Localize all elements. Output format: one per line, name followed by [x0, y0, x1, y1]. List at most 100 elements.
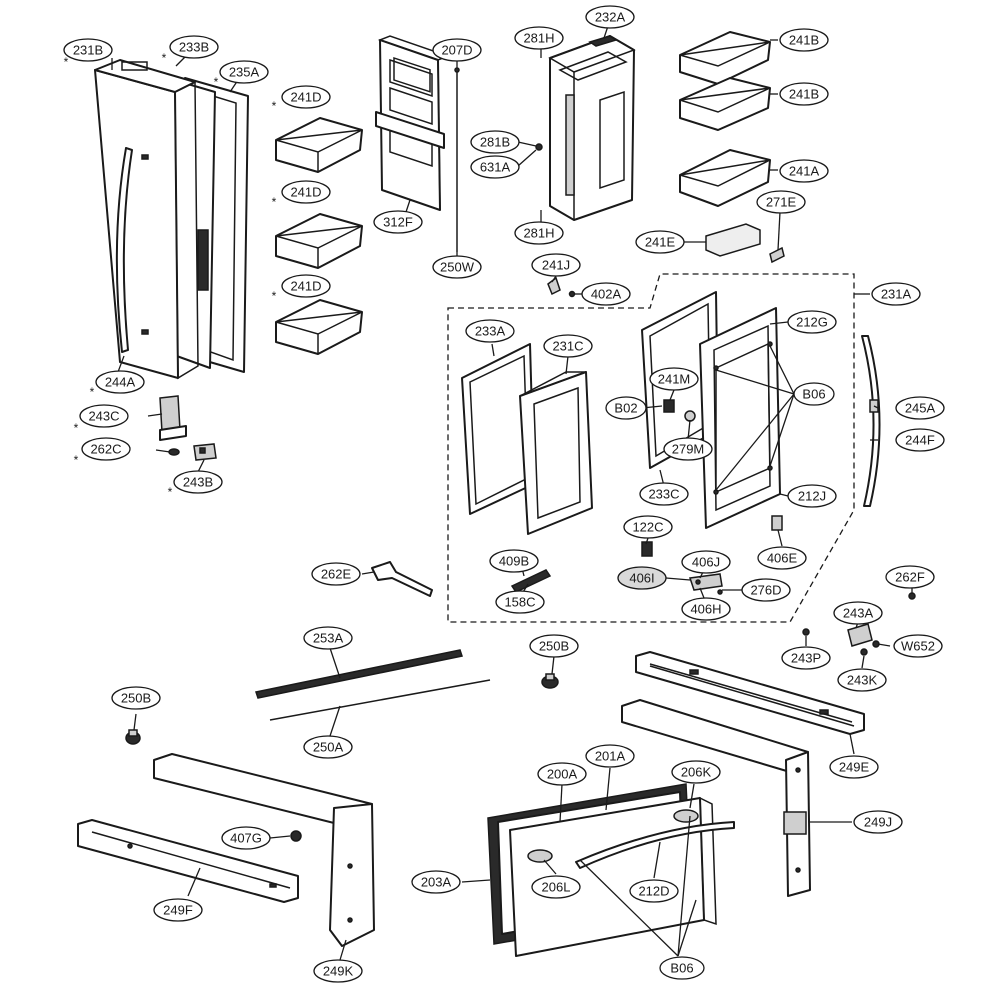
svg-text:241E: 241E	[645, 235, 676, 250]
asterisk-241D-3: *	[272, 289, 277, 303]
asterisk-233B: *	[162, 51, 167, 65]
svg-text:206L: 206L	[542, 880, 571, 895]
callout-207D: 207D	[432, 38, 482, 62]
rod-250W	[454, 67, 460, 252]
svg-text:233C: 233C	[648, 487, 679, 502]
callout-241D-2: 241D	[281, 180, 331, 204]
svg-text:406H: 406H	[690, 602, 721, 617]
svg-text:276D: 276D	[750, 583, 781, 598]
callout-235A: 235A	[219, 60, 269, 84]
svg-text:253A: 253A	[313, 631, 344, 646]
asterisk-262C: *	[74, 453, 79, 467]
svg-text:207D: 207D	[441, 43, 472, 58]
asterisk-243B: *	[168, 485, 173, 499]
svg-text:231A: 231A	[881, 287, 912, 302]
svg-text:249K: 249K	[323, 964, 354, 979]
svg-text:281H: 281H	[523, 226, 554, 241]
svg-text:241A: 241A	[789, 164, 820, 179]
callout-241M: 241M	[649, 367, 699, 391]
rail-249E	[635, 651, 865, 735]
svg-text:243B: 243B	[183, 475, 213, 490]
svg-text:241D: 241D	[290, 185, 321, 200]
right-hinge-parts	[802, 592, 916, 656]
rails-253A-250A	[255, 649, 491, 721]
callout-249E: 249E	[829, 755, 879, 779]
right-bins	[679, 31, 785, 264]
callout-201A: 201A	[585, 744, 635, 768]
svg-text:232A: 232A	[595, 10, 626, 25]
svg-text:262C: 262C	[90, 442, 121, 457]
svg-text:243C: 243C	[88, 409, 119, 424]
callout-250B-center: 250B	[529, 634, 579, 658]
left-door-assembly	[94, 59, 249, 380]
svg-text:122C: 122C	[632, 520, 663, 535]
callout-W652: W652	[893, 634, 943, 658]
freezer-drawer	[487, 783, 735, 957]
svg-text:281B: 281B	[480, 135, 510, 150]
callout-407G: 407G	[221, 826, 271, 850]
callout-200A: 200A	[537, 762, 587, 786]
callout-233A: 233A	[465, 319, 515, 343]
asterisk-241D-2: *	[272, 195, 277, 209]
callout-232A: 232A	[585, 5, 635, 29]
svg-text:241B: 241B	[789, 87, 819, 102]
callout-122C: 122C	[623, 515, 673, 539]
svg-text:W652: W652	[901, 639, 935, 654]
svg-text:241B: 241B	[789, 33, 819, 48]
callout-B06-door: B06	[793, 382, 835, 406]
callout-206K: 206K	[671, 760, 721, 784]
rail-249K	[153, 753, 375, 947]
svg-text:241D: 241D	[290, 90, 321, 105]
svg-text:243A: 243A	[843, 606, 874, 621]
callout-262E: 262E	[311, 562, 361, 586]
callout-250A: 250A	[303, 735, 353, 759]
svg-text:200A: 200A	[547, 767, 578, 782]
svg-text:B06: B06	[802, 387, 825, 402]
callout-203A: 203A	[411, 870, 461, 894]
callout-243A: 243A	[833, 601, 883, 625]
callout-281B: 281B	[470, 130, 520, 154]
callout-241D-1: 241D	[281, 85, 331, 109]
callout-243K: 243K	[837, 668, 887, 692]
callout-276D: 276D	[741, 578, 791, 602]
rail-249F	[77, 819, 299, 903]
callout-158C: 158C	[495, 590, 545, 614]
asterisk-244A: *	[90, 385, 95, 399]
callout-281H-top: 281H	[514, 26, 564, 50]
svg-text:241M: 241M	[658, 372, 691, 387]
callout-279M: 279M	[663, 437, 713, 461]
callout-233C: 233C	[639, 482, 689, 506]
door-bins-241D	[275, 117, 363, 355]
svg-text:402A: 402A	[591, 287, 622, 302]
svg-text:271E: 271E	[766, 195, 797, 210]
callout-402A: 402A	[581, 282, 631, 306]
callout-233B: 233B	[169, 35, 219, 59]
svg-text:279M: 279M	[672, 442, 705, 457]
asterisk-235A: *	[214, 75, 219, 89]
callout-281H-bottom: 281H	[514, 221, 564, 245]
callout-241A: 241A	[779, 159, 829, 183]
svg-text:233A: 233A	[475, 324, 506, 339]
callout-206L: 206L	[531, 875, 581, 899]
callout-243C: 243C	[79, 404, 129, 428]
svg-text:262E: 262E	[321, 567, 352, 582]
svg-text:231C: 231C	[552, 339, 583, 354]
small-parts-241J-402A	[547, 276, 576, 298]
asterisk-243C: *	[74, 421, 79, 435]
svg-text:212D: 212D	[638, 884, 669, 899]
svg-text:244A: 244A	[105, 375, 136, 390]
callout-243P: 243P	[781, 646, 831, 670]
svg-text:249J: 249J	[864, 815, 892, 830]
callout-249J: 249J	[853, 810, 903, 834]
rail-249J	[621, 699, 811, 897]
svg-text:241D: 241D	[290, 279, 321, 294]
svg-text:243K: 243K	[847, 673, 878, 688]
callout-241B-2: 241B	[779, 82, 829, 106]
callout-406I: 406I	[617, 566, 667, 590]
callout-409B: 409B	[489, 549, 539, 573]
svg-text:250B: 250B	[539, 639, 569, 654]
callout-212G: 212G	[787, 310, 837, 334]
svg-text:262F: 262F	[895, 570, 925, 585]
callout-241E: 241E	[635, 230, 685, 254]
callout-241B-1: 241B	[779, 28, 829, 52]
